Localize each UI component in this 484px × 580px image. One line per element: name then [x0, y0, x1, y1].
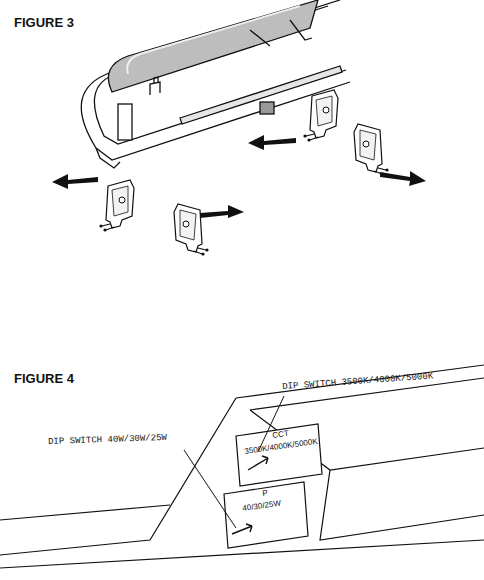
callout-label: DIP SWITCH 40W/30W/25W [48, 434, 167, 448]
dip-switch [224, 424, 322, 548]
direction-arrow [52, 135, 426, 218]
driver-panel [0, 365, 484, 568]
switch-label: P [262, 489, 269, 498]
leader-line [184, 396, 284, 528]
figure-label: FIGURE 4 [14, 372, 74, 386]
luminaire-housing [81, 0, 350, 168]
figure-label: FIGURE 3 [14, 16, 74, 30]
callout-label: DIP SWITCH 3500K/4000K/5000K [282, 372, 434, 392]
